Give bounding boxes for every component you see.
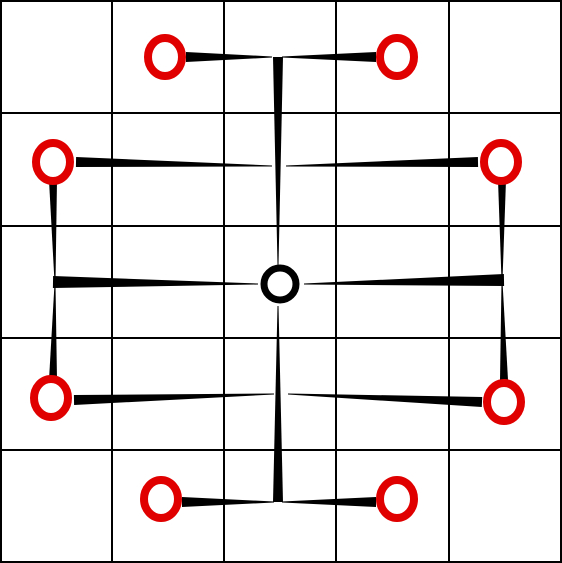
edge-lower-left (73, 393, 275, 405)
node-lower-right (483, 379, 525, 425)
edge-left-lower-side (49, 284, 57, 381)
edge-lower-right (288, 393, 483, 407)
edge-left-upper-side (49, 179, 57, 282)
edge-top-vertical (273, 57, 283, 265)
center-node (260, 264, 300, 304)
node-bottom-left (140, 476, 182, 522)
edge-upper-right (286, 157, 479, 167)
edges (49, 52, 508, 507)
node-upper-right (480, 139, 522, 185)
node-bottom-right (376, 476, 418, 522)
edge-middle-right (304, 274, 505, 286)
nodes (30, 34, 525, 522)
node-top-left (144, 34, 186, 80)
node-lower-left (30, 375, 72, 421)
edge-top-right (282, 52, 376, 62)
edge-top-left (186, 52, 272, 62)
edge-bottom-left (182, 497, 274, 507)
node-top-right (376, 34, 418, 80)
edge-right-upper-side (498, 180, 506, 280)
edge-bottom-vertical (273, 306, 283, 502)
edge-bottom-right (282, 497, 376, 507)
edge-upper-left (75, 157, 273, 167)
edge-right-lower-side (500, 282, 508, 381)
node-upper-left (32, 139, 74, 185)
edge-middle-left (52, 276, 259, 288)
